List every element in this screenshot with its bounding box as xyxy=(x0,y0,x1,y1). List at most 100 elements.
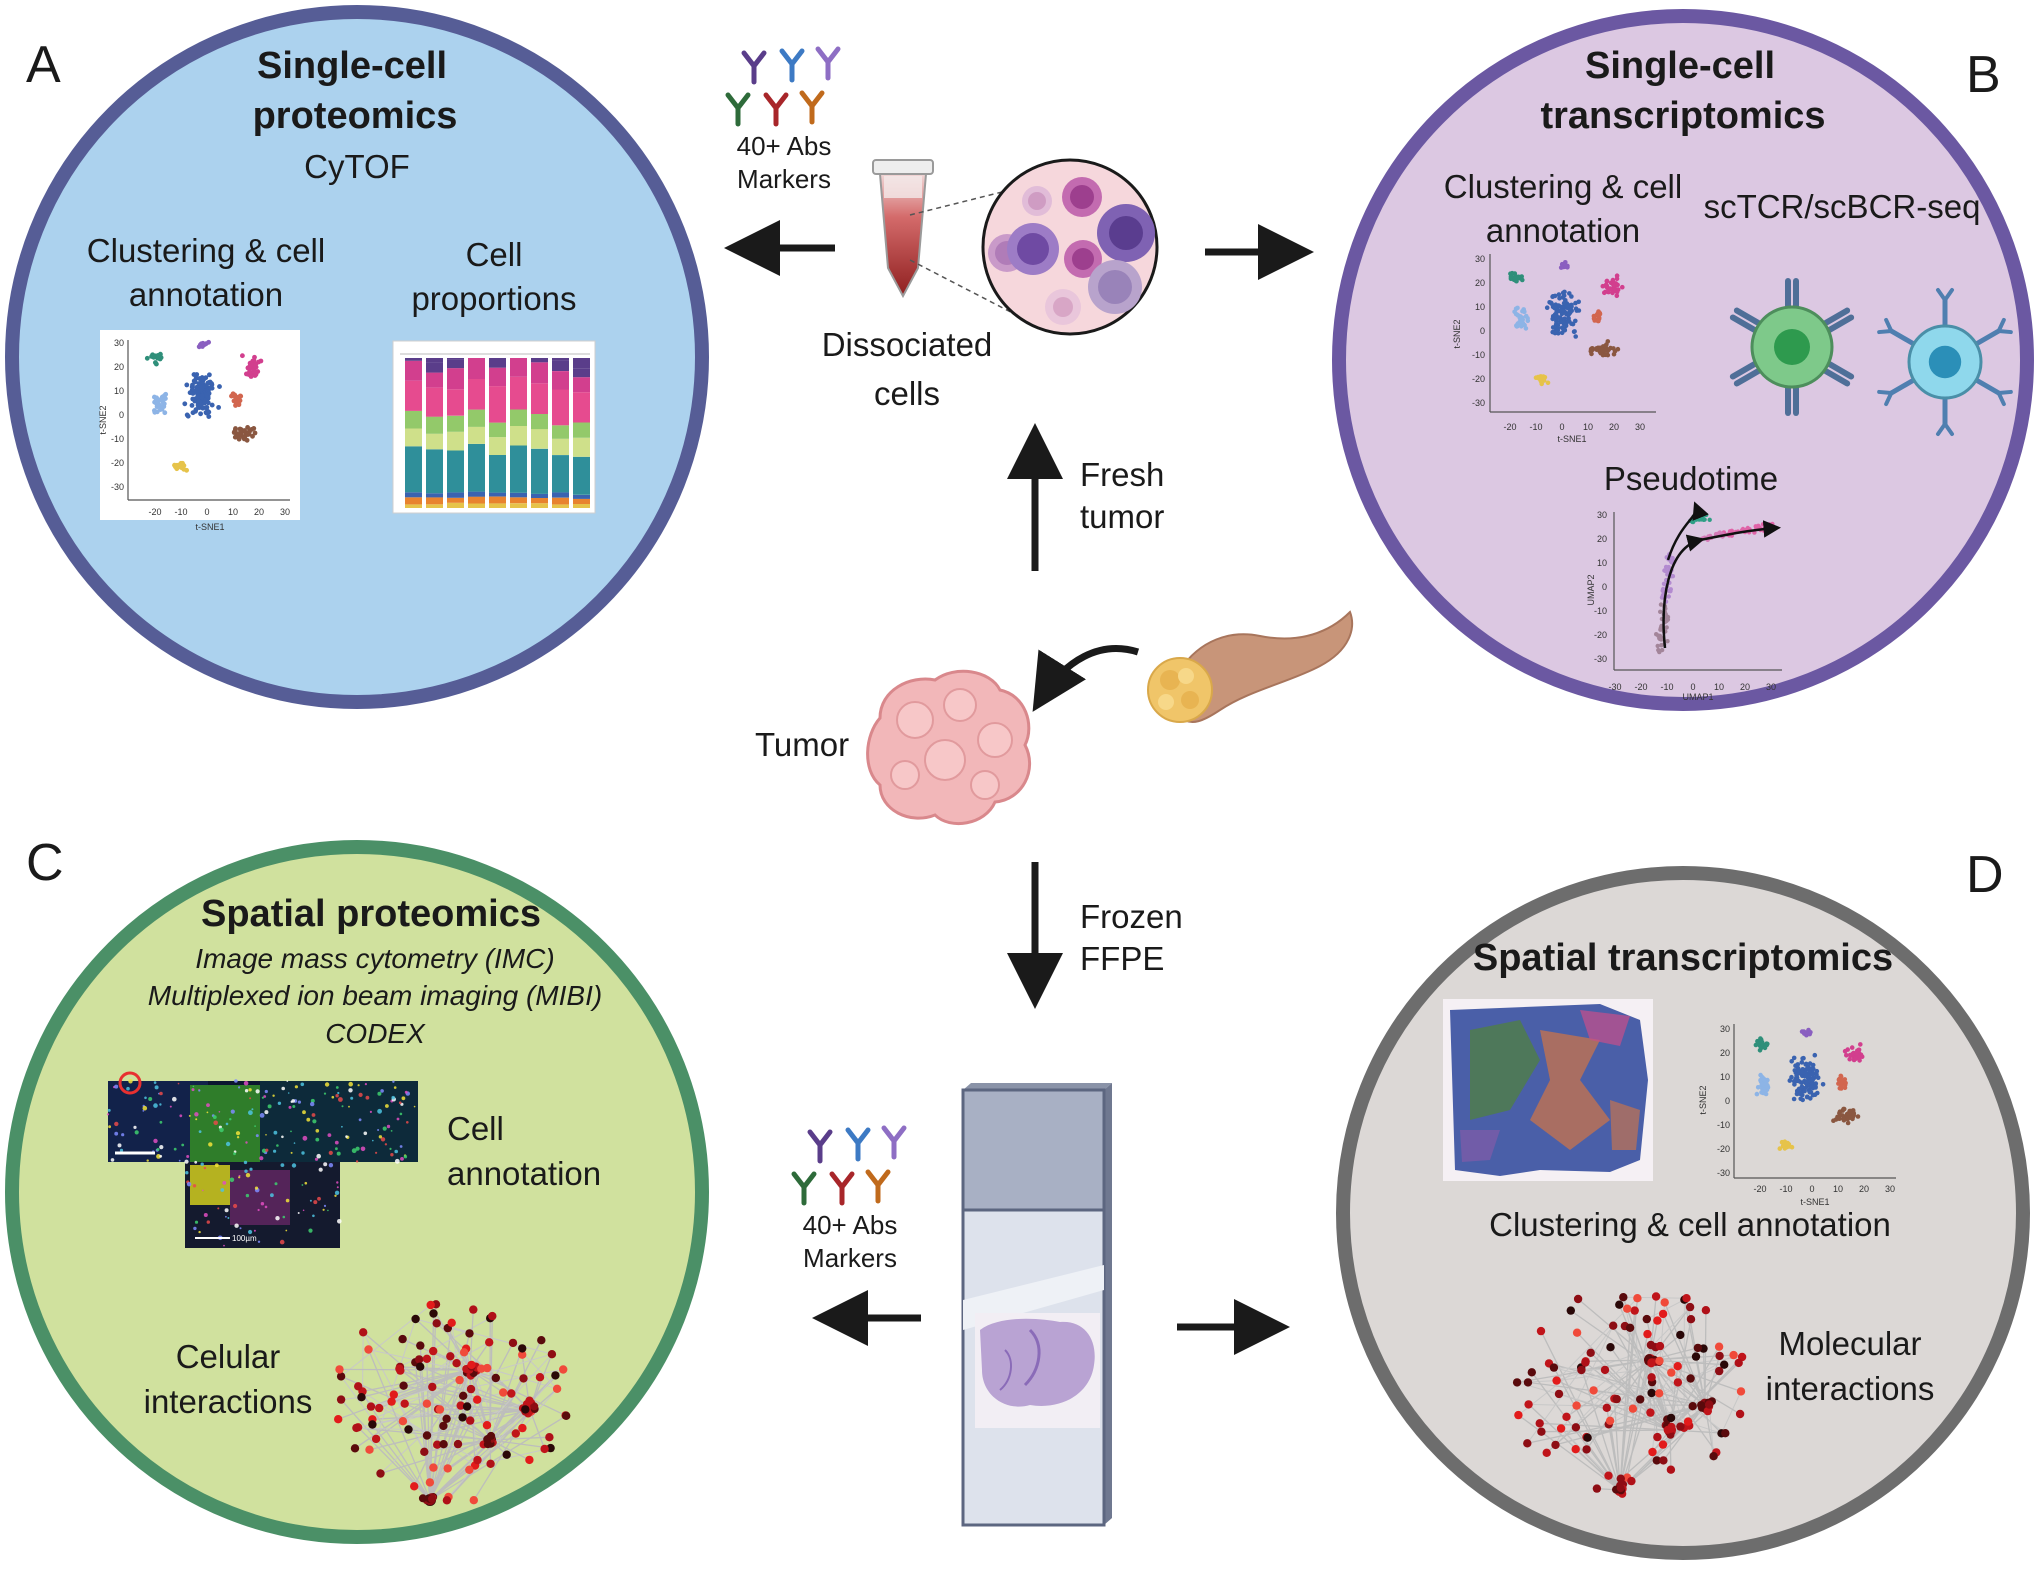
panel-a-title-2: proteomics xyxy=(253,95,458,137)
network-node xyxy=(1646,1408,1655,1417)
network-node xyxy=(1709,1452,1718,1461)
network-node xyxy=(1703,1406,1713,1416)
proportion-segment xyxy=(405,446,422,493)
network-node xyxy=(1616,1474,1626,1483)
tsne-point xyxy=(1789,1074,1794,1080)
network-node xyxy=(1647,1373,1656,1382)
network-node xyxy=(1736,1387,1746,1396)
tsne-point xyxy=(1810,1072,1815,1077)
proportion-segment xyxy=(573,392,590,423)
tick-label: 20 xyxy=(1720,1048,1730,1058)
tsne-point xyxy=(1508,274,1514,280)
network-node xyxy=(502,1450,511,1459)
antibody-icon xyxy=(881,1125,907,1160)
network-node xyxy=(1566,1306,1576,1315)
panel-c-interactions-label-1: Celular xyxy=(176,1338,281,1375)
network-node xyxy=(518,1350,527,1359)
network-node xyxy=(1581,1358,1590,1367)
antibody-icon xyxy=(763,92,789,127)
proportion-segment xyxy=(573,358,590,369)
network-node xyxy=(1537,1427,1546,1436)
tsne-point xyxy=(1810,1077,1815,1083)
tsne-point xyxy=(1858,1042,1863,1047)
proportion-segment xyxy=(426,504,443,508)
panel-a-circle xyxy=(5,5,709,709)
network-node xyxy=(482,1421,492,1430)
tick-label: -10 xyxy=(111,434,124,444)
proportion-segment xyxy=(426,358,443,363)
proportion-segment xyxy=(531,383,548,414)
tsne-point xyxy=(204,404,210,410)
tsne-point xyxy=(1842,1085,1848,1091)
network-node xyxy=(518,1423,527,1433)
proportion-segment xyxy=(447,415,464,432)
proportion-segment xyxy=(405,497,422,505)
network-node xyxy=(1523,1378,1533,1387)
tick-label: 20 xyxy=(254,507,264,517)
proportion-segment xyxy=(552,360,569,371)
umap-point xyxy=(1658,627,1663,632)
network-node xyxy=(428,1494,436,1503)
tsne-point xyxy=(236,402,242,408)
tsne-point xyxy=(1615,346,1621,352)
tsne-point xyxy=(1513,275,1518,281)
tsne-point xyxy=(1810,1092,1816,1098)
umap-point xyxy=(1664,625,1669,630)
network-node xyxy=(540,1444,549,1454)
proportion-segment xyxy=(531,448,548,494)
tsne-point xyxy=(1566,318,1572,324)
network-node xyxy=(429,1309,438,1318)
network-node xyxy=(420,1447,429,1457)
panel-b-umap-axis-y: UMAP2 xyxy=(1586,574,1596,605)
tick-label: 20 xyxy=(1859,1184,1869,1194)
panel-c-method-1: Image mass cytometry (IMC) xyxy=(195,943,554,974)
network-node xyxy=(1556,1424,1566,1433)
network-node xyxy=(439,1421,448,1431)
tsne-point xyxy=(178,460,184,466)
tsne-point xyxy=(1794,1091,1800,1097)
tick-label: -10 xyxy=(1717,1120,1730,1130)
network-node xyxy=(429,1463,438,1472)
network-node xyxy=(375,1403,384,1413)
tsne-point xyxy=(1838,1084,1844,1089)
tsne-point xyxy=(1849,1045,1855,1050)
network-node xyxy=(1697,1401,1706,1410)
tsne-point xyxy=(1611,351,1617,357)
proportion-segment xyxy=(468,443,485,492)
tick-label: 30 xyxy=(1766,682,1776,692)
pancreas-organ-icon xyxy=(1147,610,1354,724)
network-node xyxy=(1653,1316,1662,1325)
tsne-point xyxy=(1848,1115,1854,1120)
tsne-point xyxy=(1600,347,1605,353)
proportion-segment xyxy=(405,428,422,447)
tsne-point xyxy=(1805,1066,1810,1071)
network-node xyxy=(1628,1404,1638,1413)
panel-c-title: Spatial proteomics xyxy=(201,893,541,935)
network-node xyxy=(1685,1302,1695,1312)
tick-label: -20 xyxy=(1753,1184,1766,1194)
proportion-segment xyxy=(573,504,590,508)
tsne-point xyxy=(1845,1120,1851,1126)
tsne-point xyxy=(1544,305,1550,311)
tsne-point xyxy=(1576,299,1581,305)
tsne-point xyxy=(1602,290,1607,296)
panel-a-tsne-points xyxy=(144,339,264,473)
panel-a: A Single-cell proteomics CyTOF Clusterin… xyxy=(5,5,709,709)
network-node xyxy=(357,1393,366,1402)
tsne-point xyxy=(1552,293,1558,299)
tumor-icon xyxy=(866,669,1031,826)
network-node xyxy=(1586,1348,1595,1358)
tsne-point xyxy=(1759,1040,1765,1046)
proportion-segment xyxy=(489,386,506,423)
network-node xyxy=(404,1425,413,1434)
tsne-point xyxy=(1855,1114,1861,1119)
network-node xyxy=(1636,1395,1645,1404)
proportion-segment xyxy=(447,359,464,369)
proportion-segment xyxy=(447,450,464,493)
tsne-point xyxy=(253,361,259,367)
proportion-segment xyxy=(489,422,506,438)
network-node xyxy=(1673,1378,1683,1387)
tsne-point xyxy=(1844,1053,1849,1058)
